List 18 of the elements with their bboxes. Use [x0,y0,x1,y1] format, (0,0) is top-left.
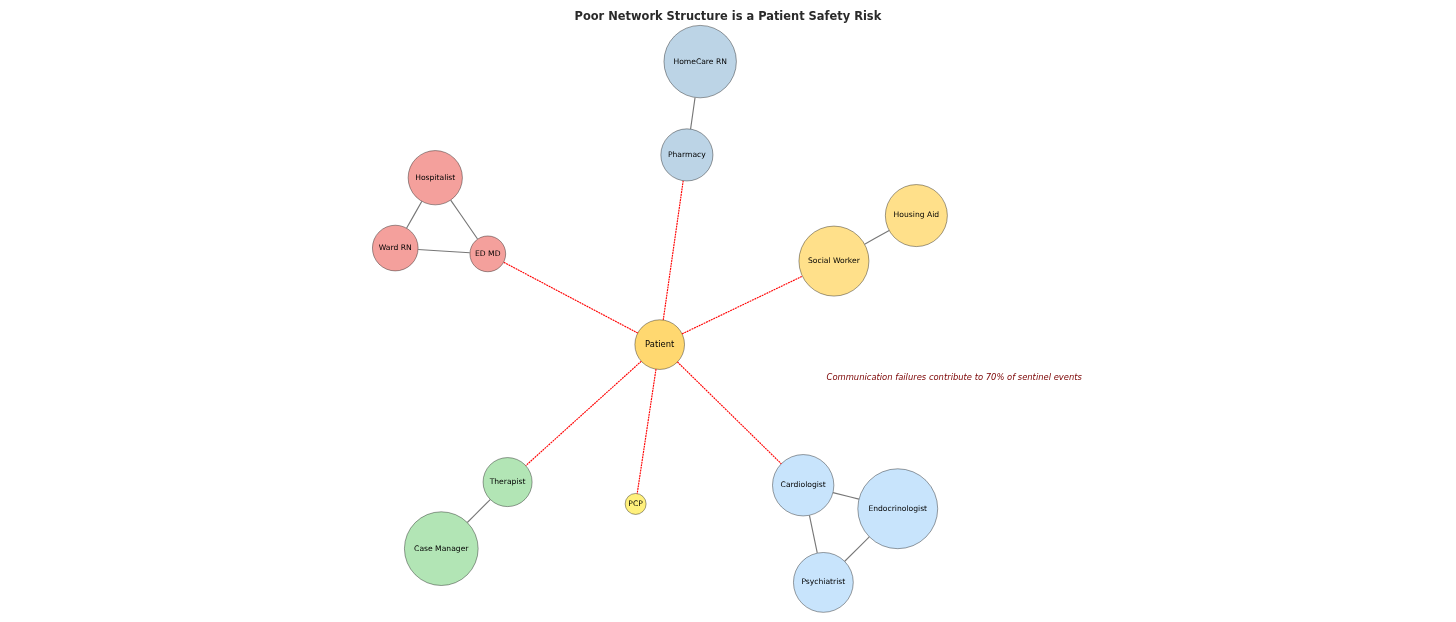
connector [676,361,782,465]
connector [864,230,890,245]
node-circle: Patient [634,319,685,370]
diagram-title: Poor Network Structure is a Patient Safety Risk [574,8,882,23]
connector [450,199,479,240]
connector [636,368,657,495]
connector [844,536,870,562]
connector [690,97,696,130]
caption: Communication failures contribute to 70% of sentinel events [826,372,1082,383]
connector [681,275,803,335]
connector [503,261,639,334]
connector [832,492,860,500]
connector [405,200,423,229]
connector [662,180,684,321]
connector [808,514,818,554]
connector [417,248,471,254]
connector [466,499,491,524]
connector [525,360,642,467]
